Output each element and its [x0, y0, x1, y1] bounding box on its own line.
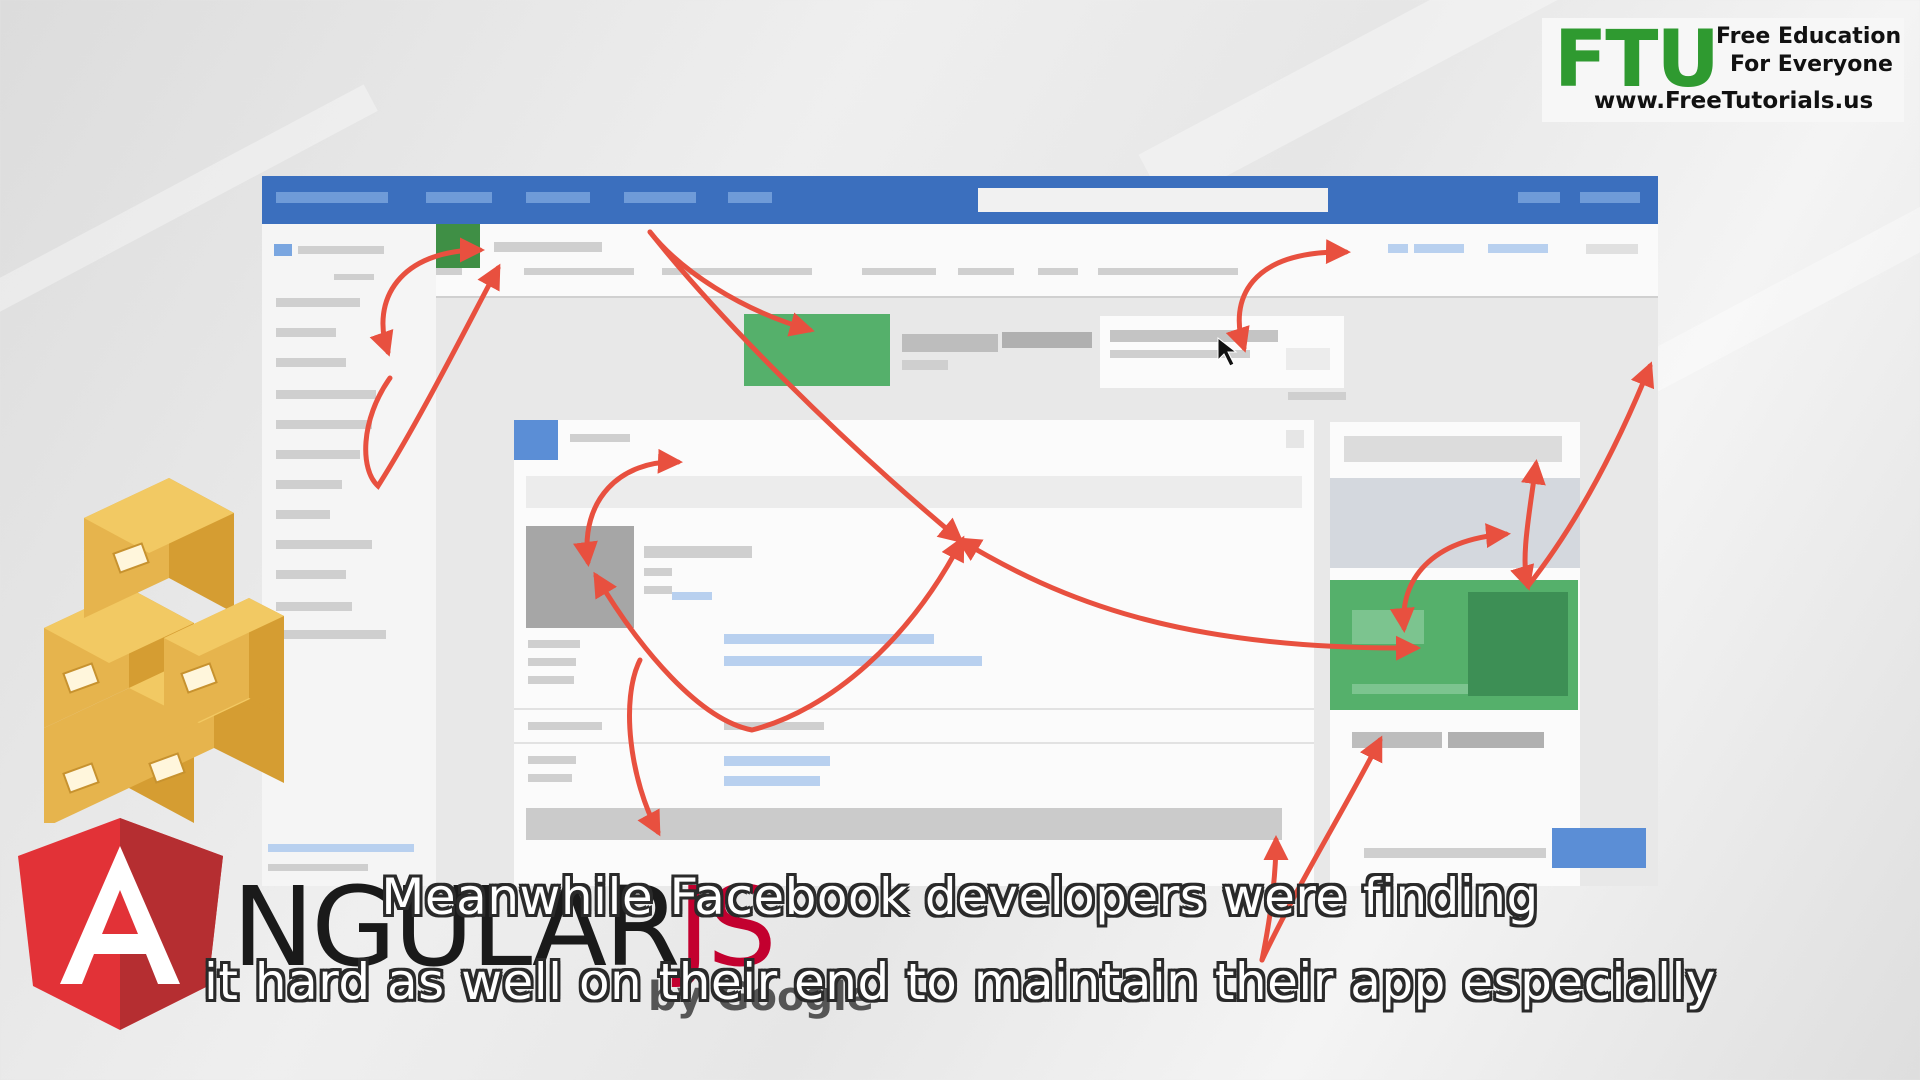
angular-shield-logo — [18, 818, 223, 1030]
placeholder-line — [1448, 732, 1544, 748]
mockup-nav-placeholder — [1518, 192, 1560, 203]
arrow — [955, 537, 1421, 661]
placeholder-line — [276, 298, 360, 307]
placeholder-line — [524, 268, 634, 275]
placeholder-line — [276, 630, 386, 639]
placeholder-line — [1286, 430, 1304, 448]
placeholder-line — [528, 756, 576, 764]
placeholder-line — [1038, 268, 1078, 275]
placeholder-line — [276, 390, 376, 399]
mockup-nav-placeholder — [526, 192, 590, 203]
placeholder-line — [528, 676, 574, 684]
placeholder-line — [528, 774, 572, 782]
placeholder-line — [268, 844, 414, 852]
placeholder-line — [1286, 348, 1330, 370]
subtitle-line-2: it hard as well on their end to maintain… — [204, 953, 1716, 1011]
arrow — [1225, 239, 1351, 353]
angular-by-google: by Google — [648, 974, 874, 1020]
arrow — [593, 535, 965, 733]
placeholder-line — [724, 722, 824, 730]
divider — [514, 708, 1314, 710]
mockup-nav-placeholder — [624, 192, 696, 203]
arrow — [647, 229, 964, 544]
placeholder-line — [724, 776, 820, 786]
placeholder-line — [268, 864, 368, 871]
placeholder-line — [1098, 268, 1238, 275]
placeholder-line — [1488, 244, 1548, 253]
arrow — [1389, 523, 1511, 633]
ftu-watermark-logo: FTU Free Education For Everyone www.Free… — [1542, 18, 1904, 122]
arrow — [363, 263, 501, 490]
placeholder-line — [276, 510, 330, 519]
placeholder-line — [1288, 392, 1346, 400]
divider — [514, 742, 1314, 744]
arrow — [369, 237, 485, 357]
placeholder-line — [862, 268, 936, 275]
ftu-url: www.FreeTutorials.us — [1594, 88, 1874, 114]
placeholder-line — [1110, 350, 1250, 358]
placeholder-line — [1388, 244, 1408, 253]
placeholder-line — [276, 480, 342, 489]
placeholder-line — [902, 334, 998, 352]
mockup-logo-placeholder — [276, 192, 388, 203]
subtitle-line-1: Meanwhile Facebook developers were findi… — [381, 868, 1539, 926]
placeholder-line — [276, 358, 346, 367]
placeholder-line — [1364, 848, 1546, 858]
mockup-nav-placeholder — [1580, 192, 1640, 203]
ftu-tagline-line2: For Everyone — [1730, 52, 1893, 77]
arrow — [1510, 459, 1546, 591]
arrow — [573, 448, 683, 567]
placeholder-line — [276, 540, 372, 549]
arrow — [1525, 361, 1655, 589]
placeholder-line — [724, 634, 934, 644]
placeholder-line — [276, 420, 372, 429]
mockup-nav-placeholder — [426, 192, 492, 203]
mockup-green-block — [744, 314, 890, 386]
angular-word: NGULAR — [232, 863, 681, 991]
placeholder-line — [958, 268, 1014, 275]
arrow — [627, 657, 661, 837]
placeholder-line — [1586, 244, 1638, 254]
ftu-tagline-line1: Free Education — [1716, 24, 1902, 49]
mockup-header-bar — [262, 176, 1658, 224]
placeholder-line — [1002, 332, 1092, 348]
placeholder-line — [298, 246, 384, 254]
angularjs-wordmark: NGULARJS — [232, 872, 777, 982]
arrow — [1259, 835, 1289, 963]
placeholder-line — [276, 570, 346, 579]
package-boxes-icon — [44, 478, 284, 823]
ftu-logo-text: FTU — [1554, 15, 1720, 105]
placeholder-line — [276, 328, 336, 337]
placeholder-line — [902, 360, 948, 370]
placeholder-line — [724, 756, 830, 766]
mockup-search-box — [978, 188, 1328, 212]
placeholder-line — [528, 722, 602, 730]
placeholder-line — [276, 450, 360, 459]
angular-js-suffix: JS — [677, 863, 777, 991]
mouse-cursor-icon — [1217, 336, 1238, 367]
placeholder-line — [494, 242, 602, 252]
placeholder-line — [1414, 244, 1464, 253]
placeholder-line — [334, 274, 374, 280]
placeholder-line — [662, 268, 812, 275]
mockup-feed-avatar — [514, 420, 558, 460]
placeholder-line — [528, 640, 580, 648]
placeholder-line — [724, 656, 982, 666]
placeholder-line — [276, 602, 352, 611]
placeholder-line — [528, 658, 576, 666]
mockup-nav-placeholder — [728, 192, 772, 203]
placeholder-line — [274, 244, 292, 256]
placeholder-line — [570, 434, 630, 442]
mockup-blue-button — [1552, 828, 1646, 868]
placeholder-line — [1352, 684, 1468, 694]
arrow — [647, 229, 815, 337]
arrow — [1259, 735, 1383, 963]
placeholder-line — [1344, 436, 1562, 462]
